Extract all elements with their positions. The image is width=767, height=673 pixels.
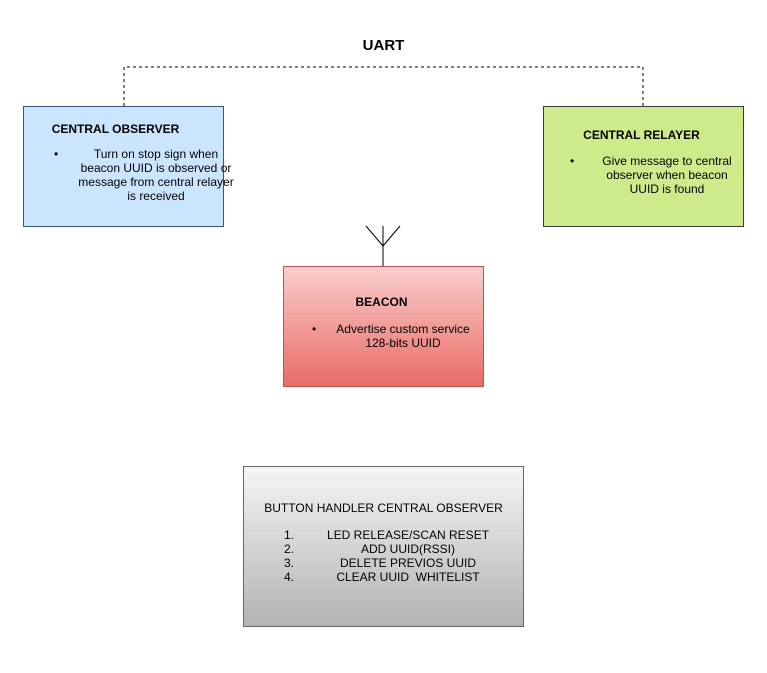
central-relayer-node[interactable]: CENTRAL RELAYER Give message to central …: [543, 106, 744, 227]
antenna-icon: [365, 225, 401, 266]
uart-label: UART: [362, 37, 405, 54]
beacon-title: BEACON: [355, 295, 408, 309]
central-relayer-title: CENTRAL RELAYER: [583, 128, 700, 142]
bullet-item: Give message to central observer when be…: [570, 154, 742, 196]
central-observer-title: CENTRAL OBSERVER: [51, 122, 180, 136]
list-item: 2. ADD UUID(RSSI): [284, 542, 504, 556]
list-item-number: 3.: [284, 556, 295, 570]
button-handler-title: BUTTON HANDLER CENTRAL OBSERVER: [264, 501, 503, 515]
bullet-item: Turn on stop sign when beacon UUID is ob…: [54, 147, 236, 203]
list-item-number: 4.: [284, 570, 295, 584]
central-observer-node[interactable]: CENTRAL OBSERVER Turn on stop sign when …: [23, 106, 234, 227]
list-item-text: DELETE PREVIOS UUID: [339, 556, 477, 570]
beacon-node[interactable]: BEACON Advertise custom service 128-bits…: [283, 266, 484, 387]
list-item-number: 1.: [284, 528, 295, 542]
list-item: 1. LED RELEASE/SCAN RESET: [284, 528, 504, 542]
uart-connector: [123, 66, 644, 106]
central-relayer-bullets: Give message to central observer when be…: [570, 154, 742, 196]
button-handler-list: 1. LED RELEASE/SCAN RESET 2. ADD UUID(RS…: [284, 528, 504, 584]
list-item: 3. DELETE PREVIOS UUID: [284, 556, 504, 570]
list-item-text: LED RELEASE/SCAN RESET: [326, 528, 490, 542]
button-handler-node[interactable]: BUTTON HANDLER CENTRAL OBSERVER 1. LED R…: [243, 466, 524, 627]
central-observer-bullets: Turn on stop sign when beacon UUID is ob…: [54, 147, 236, 203]
beacon-bullets: Advertise custom service 128-bits UUID: [312, 322, 472, 350]
list-item: 4. CLEAR UUID WHITELIST: [284, 570, 504, 584]
list-item-text: ADD UUID(RSSI): [360, 542, 455, 556]
bullet-item: Advertise custom service 128-bits UUID: [312, 322, 472, 350]
list-item-number: 2.: [284, 542, 295, 556]
list-item-text: CLEAR UUID WHITELIST: [336, 570, 480, 584]
